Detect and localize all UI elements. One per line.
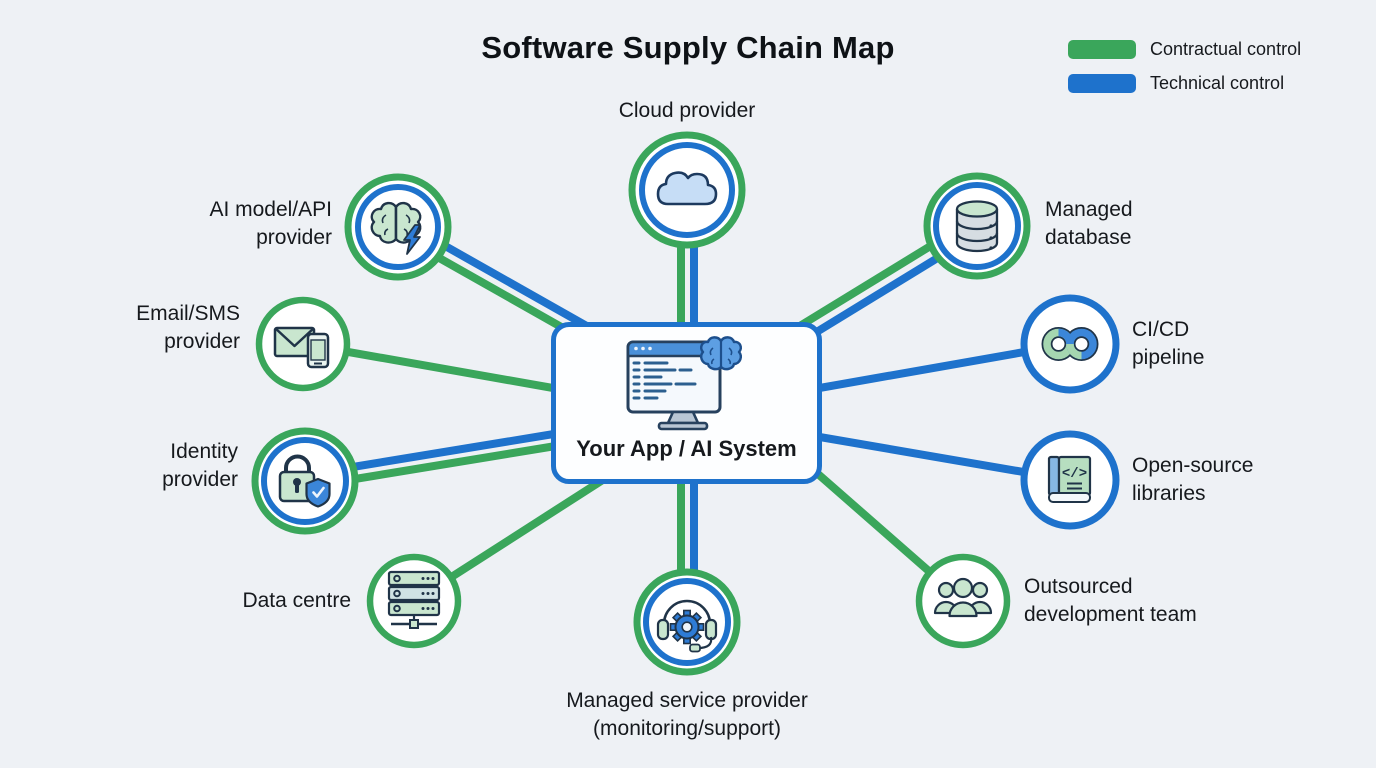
node-label-data-centre: Data centre (151, 587, 351, 615)
label-line: CI/CD (1132, 318, 1190, 341)
node-ring-technical (261, 437, 349, 525)
legend-label-technical: Technical control (1150, 73, 1285, 93)
label-line: provider (162, 468, 238, 491)
node-data-centre (366, 553, 462, 649)
center-node-label: Your App / AI System (576, 436, 797, 461)
label-line: Managed service provider (566, 689, 808, 712)
database-icon (955, 200, 999, 253)
node-label-identity-provider: Identity provider (38, 438, 238, 494)
node-ring-technical (639, 142, 735, 238)
label-line: Cloud provider (618, 99, 756, 122)
team-icon (933, 577, 993, 618)
node-ring-technical (355, 184, 441, 270)
label-line: Open-source (1132, 454, 1254, 477)
label-line: Data centre (242, 589, 351, 612)
brain-bolt-icon (370, 201, 422, 255)
node-label-cloud-provider: Cloud provider (537, 97, 837, 125)
node-ring-technical (933, 182, 1021, 270)
email-phone-icon (273, 326, 330, 369)
label-line: pipeline (1132, 346, 1205, 369)
node-outsourced-development-team (915, 553, 1011, 649)
node-ai-model-api-provider (344, 173, 452, 281)
node-ci-cd-pipeline (1020, 294, 1120, 394)
node-label-open-source-libraries: Open-source libraries (1132, 452, 1352, 508)
infinity-icon (1041, 327, 1099, 361)
node-cloud-provider (628, 131, 746, 249)
technical-control-swatch (1068, 74, 1136, 93)
node-managed-database (923, 172, 1031, 280)
headset-gear-icon (656, 599, 718, 653)
label-line: development team (1024, 603, 1197, 626)
label-line: database (1045, 226, 1132, 249)
node-label-ci-cd-pipeline: CI/CD pipeline (1132, 316, 1332, 372)
label-line: Managed (1045, 198, 1133, 221)
legend-row-technical: Technical control (1068, 73, 1301, 94)
node-label-email-sms-provider: Email/SMS provider (40, 300, 240, 356)
node-email-sms-provider (255, 296, 351, 392)
node-identity-provider (251, 427, 359, 535)
label-line: provider (256, 226, 332, 249)
cloud-icon (656, 171, 718, 206)
node-managed-service-provider (633, 568, 741, 676)
node-ring-technical (643, 578, 731, 666)
label-line: (monitoring/support) (593, 717, 781, 740)
svg-text:</>: </> (1062, 466, 1087, 482)
label-line: Identity (170, 440, 238, 463)
node-open-source-libraries: </> (1020, 430, 1120, 530)
lock-shield-icon (278, 454, 331, 508)
center-node-your-app: Your App / AI System (551, 322, 822, 484)
page-title: Software Supply Chain Map (481, 30, 895, 65)
label-line: libraries (1132, 482, 1206, 505)
code-book-icon: </> (1047, 455, 1092, 503)
contractual-control-swatch (1068, 40, 1136, 59)
node-label-managed-service-provider: Managed service provider (monitoring/sup… (487, 687, 887, 743)
label-line: AI model/API (209, 198, 332, 221)
server-rack-icon (387, 570, 441, 629)
monitor-code-brain-icon (626, 336, 742, 431)
label-line: provider (164, 330, 240, 353)
legend: Contractual control Technical control (1068, 39, 1301, 94)
label-line: Outsourced (1024, 575, 1133, 598)
node-label-ai-model-api-provider: AI model/API provider (132, 196, 332, 252)
label-line: Email/SMS (136, 302, 240, 325)
legend-row-contractual: Contractual control (1068, 39, 1301, 60)
legend-label-contractual: Contractual control (1150, 39, 1302, 59)
node-label-outsourced-development-team: Outsourced development team (1024, 573, 1314, 629)
node-label-managed-database: Managed database (1045, 196, 1245, 252)
node-ring-contractual (915, 553, 1011, 649)
